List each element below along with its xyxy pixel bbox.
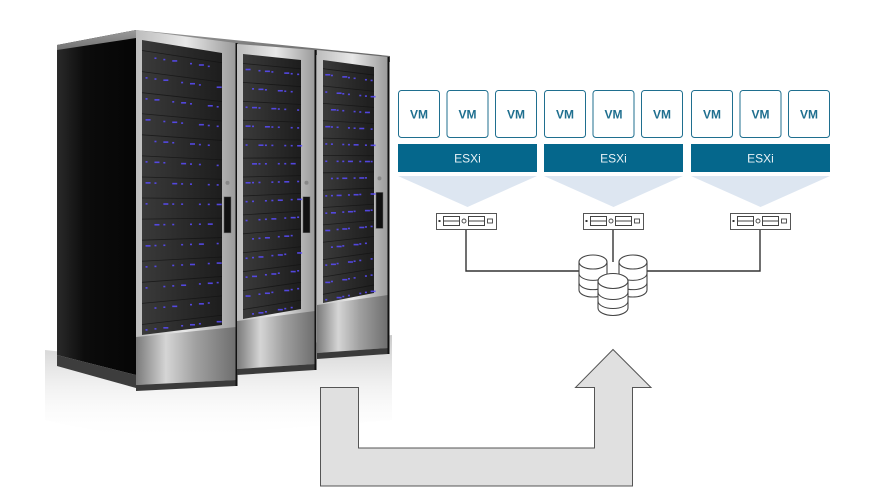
funnel-triangle	[398, 176, 537, 207]
esxi-label: ESXi	[600, 152, 627, 166]
vm-label: VM	[653, 108, 671, 122]
vm-label: VM	[556, 108, 574, 122]
vm-box-border	[398, 90, 440, 138]
vm-label: VM	[605, 108, 623, 122]
vm-box: VM	[495, 90, 537, 138]
vm-box: VM	[641, 90, 683, 138]
vm-box-border	[544, 90, 586, 138]
storage-network	[436, 213, 791, 317]
vm-box: VM	[398, 90, 440, 138]
vm-box: VM	[544, 90, 586, 138]
migration-arrow-icon	[320, 348, 653, 487]
connector-line-right	[645, 229, 761, 272]
connector-line-left	[465, 229, 583, 272]
vm-box: VM	[592, 90, 635, 138]
physical-server-icon	[583, 213, 644, 230]
vm-box-border	[446, 90, 489, 138]
funnel-triangle	[691, 176, 830, 207]
vm-box: VM	[446, 90, 489, 138]
rack-side-base	[57, 355, 136, 388]
rack-door	[317, 50, 390, 359]
host-group: VM VM VM ESXi	[544, 90, 683, 207]
funnel-triangle	[544, 176, 683, 207]
host-group: VM VM VM ESXi	[691, 90, 830, 207]
rack-door	[136, 30, 238, 391]
vm-box: VM	[739, 90, 782, 138]
vm-label: VM	[752, 108, 770, 122]
rack-door-handle	[375, 192, 384, 229]
database-cylinder	[597, 272, 629, 317]
server-rack-image	[45, 30, 392, 440]
vm-label: VM	[507, 108, 525, 122]
database-cluster-icon	[578, 254, 648, 317]
rack-door	[237, 44, 317, 375]
vm-box-border	[739, 90, 782, 138]
vm-box-border	[691, 90, 733, 138]
rack-door-handle	[223, 196, 232, 234]
esxi-bar	[691, 144, 830, 172]
vm-box: VM	[788, 90, 830, 138]
vm-label: VM	[459, 108, 477, 122]
esxi-bar	[544, 144, 683, 172]
vm-box-border	[592, 90, 635, 138]
vm-label: VM	[703, 108, 721, 122]
vm-box-border	[641, 90, 683, 138]
host-group: VM VM VM ESXi	[398, 90, 537, 207]
vm-box-border	[495, 90, 537, 138]
esxi-label: ESXi	[454, 152, 481, 166]
vm-label: VM	[410, 108, 428, 122]
physical-server-icon	[730, 213, 791, 230]
vm-box-border	[788, 90, 830, 138]
physical-server-icon	[436, 213, 497, 230]
rack-door-handle	[302, 196, 311, 233]
esxi-label: ESXi	[747, 152, 774, 166]
vm-label: VM	[800, 108, 818, 122]
rack-side-panel	[57, 30, 136, 375]
esxi-bar	[398, 144, 537, 172]
vm-box: VM	[691, 90, 733, 138]
